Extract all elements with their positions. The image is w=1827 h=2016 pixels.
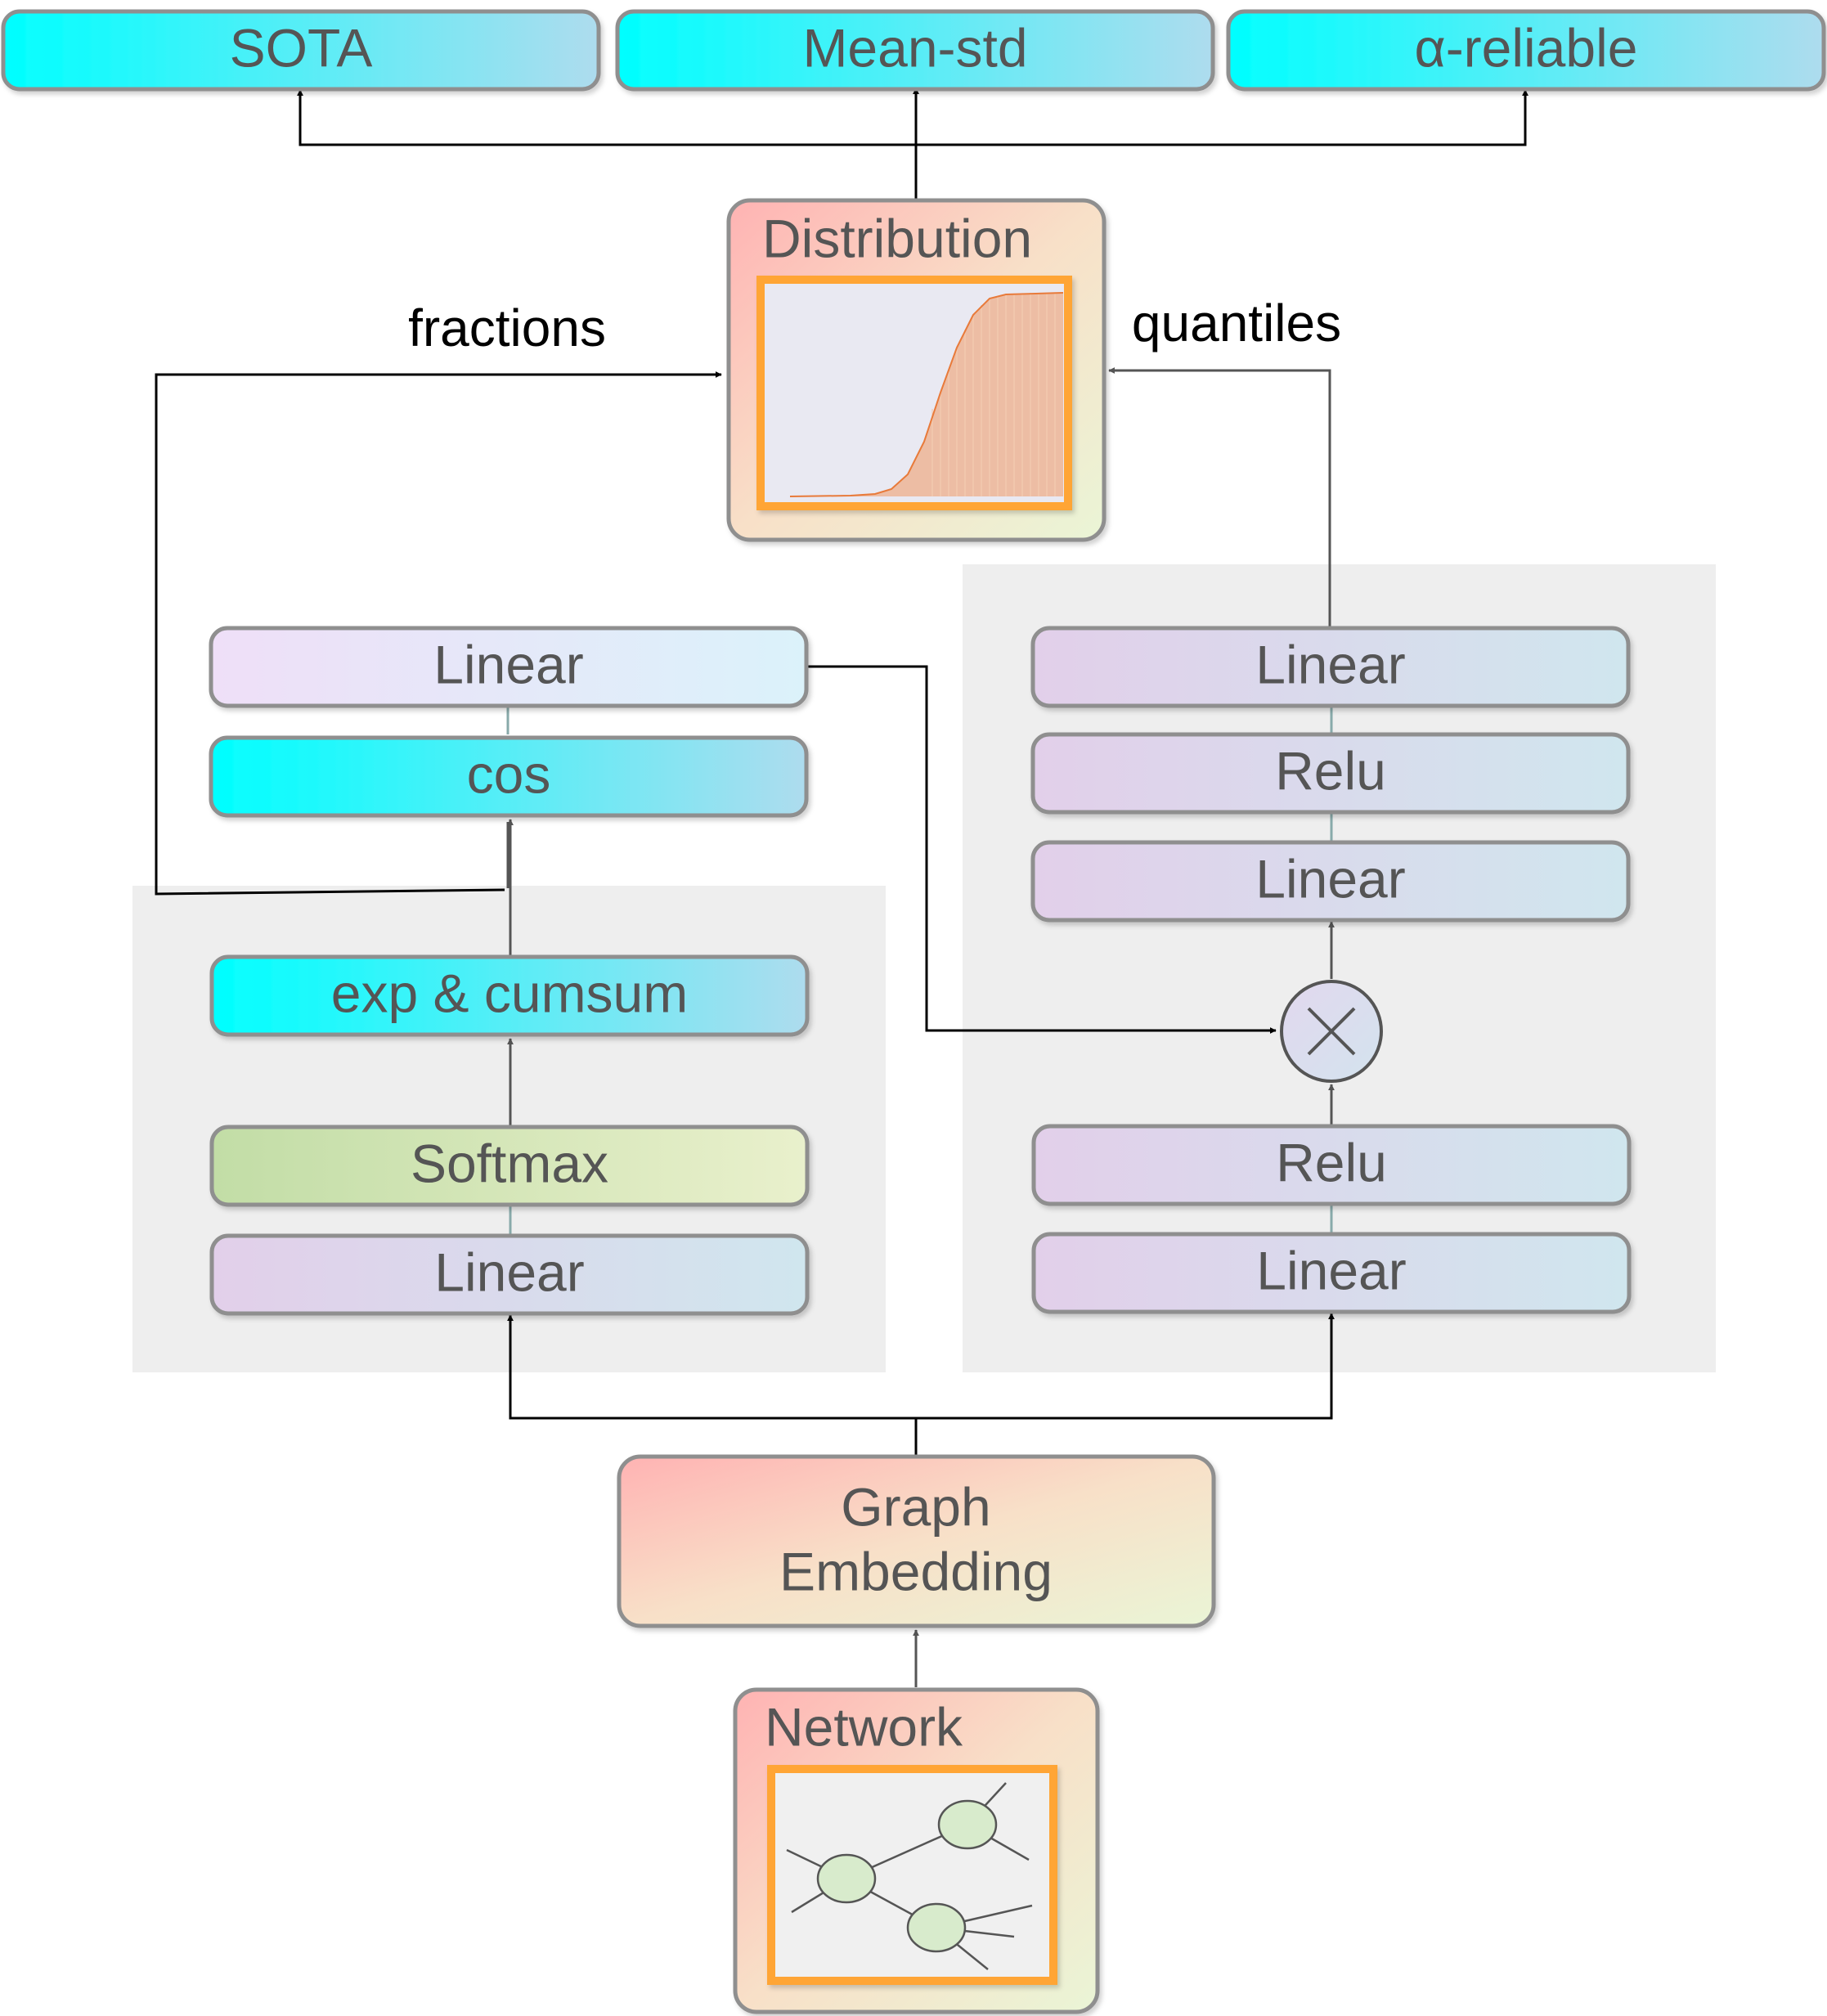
network-box: Network: [733, 1687, 1100, 2014]
output-alpha-reliable-label: α-reliable: [1415, 17, 1638, 78]
quantiles-connector: [1108, 367, 1331, 627]
quantile-linear-mid-box: Linear: [1030, 840, 1631, 923]
quantile-linear-bottom-label: Linear: [1256, 1240, 1406, 1300]
cdf-curve-icon: [789, 292, 1064, 497]
fractions-label: fractions: [408, 299, 606, 357]
output-mean-std: Mean-std: [615, 9, 1215, 92]
fraction-linear-top-box: Linear: [209, 626, 809, 708]
fraction-cos-label: cos: [467, 743, 551, 804]
quantiles-label: quantiles: [1132, 294, 1341, 352]
fraction-exp-cumsum-label: exp & cumsum: [331, 963, 688, 1023]
distribution-box: Distribution: [726, 198, 1107, 542]
fraction-softmax-box: Softmax: [209, 1125, 810, 1207]
graph-embedding-line2: Embedding: [779, 1541, 1053, 1601]
quantile-relu-top-box: Relu: [1030, 732, 1631, 815]
network-title: Network: [765, 1696, 963, 1757]
quantile-linear-top-box: Linear: [1030, 626, 1631, 708]
output-sota: SOTA: [1, 9, 601, 92]
graph-embedding-box: Graph Embedding: [617, 1454, 1216, 1628]
graph-network-icon: [786, 1782, 1033, 1970]
fraction-cos-box: cos: [209, 735, 809, 818]
fraction-linear-bottom-label: Linear: [434, 1241, 584, 1302]
multiply-node: [1280, 980, 1383, 1083]
fractions-connector: [155, 371, 722, 896]
quantile-linear-top-label: Linear: [1255, 634, 1405, 694]
graph-embedding-line1: Graph: [841, 1476, 990, 1537]
output-sota-label: SOTA: [230, 17, 373, 78]
fraction-linear-bottom-box: Linear: [209, 1233, 810, 1316]
network-graph-frame: [767, 1765, 1057, 1985]
quantile-relu-bottom-label: Relu: [1276, 1132, 1387, 1192]
quantile-linear-mid-label: Linear: [1255, 848, 1405, 909]
quantile-relu-bottom-box: Relu: [1031, 1124, 1632, 1206]
fraction-exp-cumsum-box: exp & cumsum: [209, 954, 810, 1037]
output-alpha-reliable: α-reliable: [1226, 9, 1826, 92]
quantile-relu-top-label: Relu: [1275, 740, 1386, 801]
fraction-linear-top-label: Linear: [433, 634, 583, 694]
distribution-title: Distribution: [762, 208, 1032, 268]
graph-embedding-connectors: [507, 1313, 1335, 1457]
multiply-icon: [1307, 1007, 1356, 1056]
output-mean-std-label: Mean-std: [802, 17, 1027, 78]
output-connectors: [297, 88, 1528, 199]
embedding-to-multiply-connector: [808, 665, 1277, 1034]
fraction-chain-connectors: [506, 707, 514, 1235]
quantile-linear-bottom-box: Linear: [1031, 1232, 1632, 1314]
fraction-softmax-label: Softmax: [411, 1133, 608, 1193]
